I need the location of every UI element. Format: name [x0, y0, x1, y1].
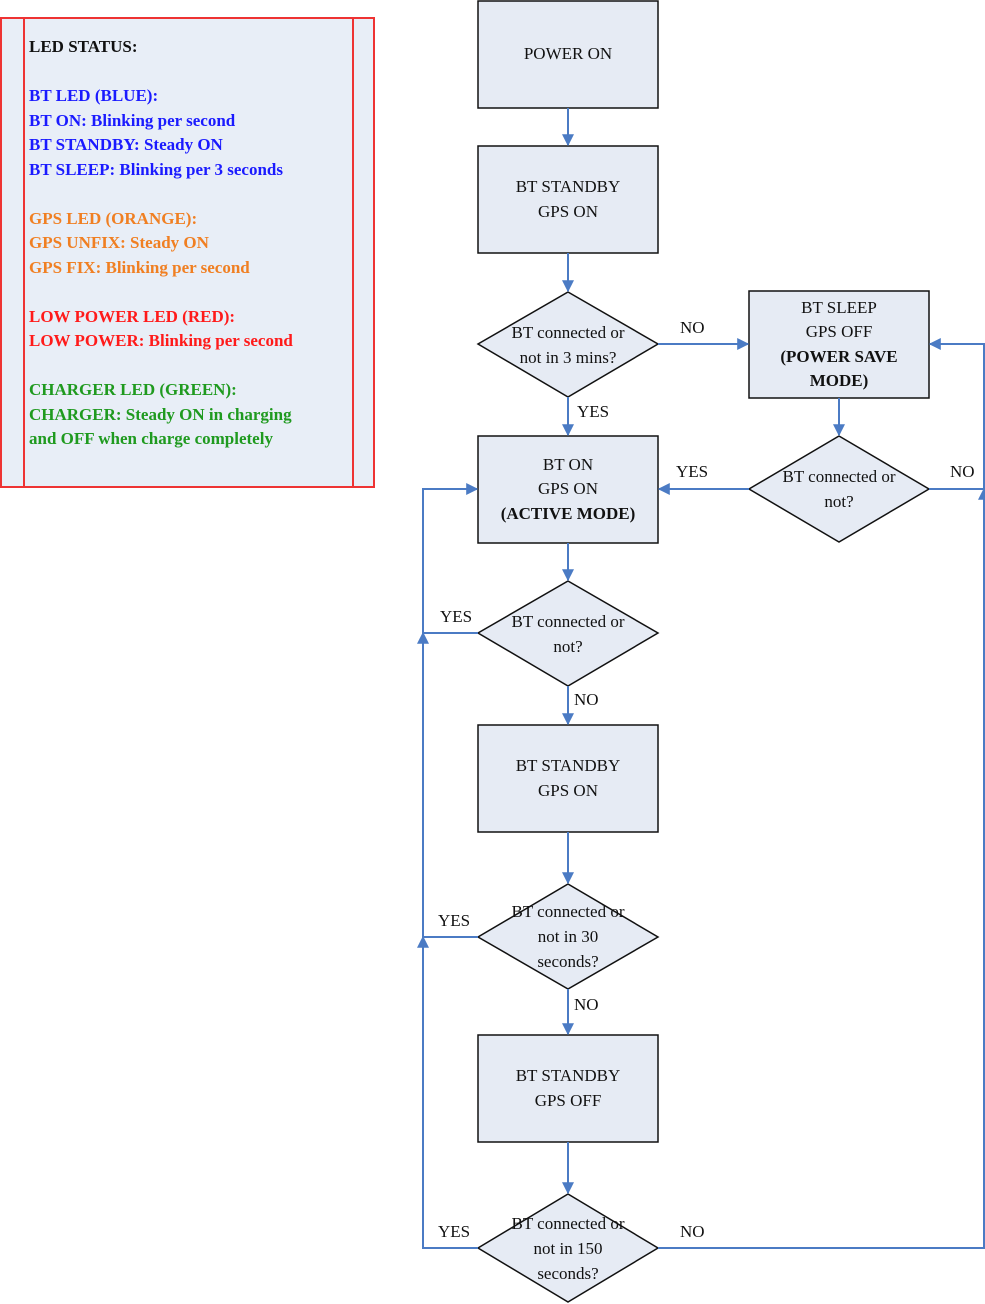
power-on-box — [477, 0, 659, 109]
legend-left-rule — [23, 19, 25, 486]
decision2-line1: BT connected or — [511, 611, 625, 631]
sleep-line3: (POWER SAVE — [780, 346, 898, 366]
label-decision1-yes: YES — [577, 402, 610, 421]
bt-standby-gps-off-box — [477, 1034, 659, 1143]
decision1-line1: BT connected or — [511, 322, 625, 342]
legend-bt-on: BT ON: Blinking per second — [29, 110, 236, 130]
label-decision4-yes: YES — [438, 1222, 471, 1241]
standby1-line2: GPS ON — [538, 201, 598, 221]
decision1-text: BT connected or not in 3 mins? — [478, 292, 658, 397]
legend-low-power-header: LOW POWER LED (RED): — [29, 306, 236, 326]
bt-sleep-box — [748, 290, 930, 399]
legend-bt-standby: BT STANDBY: Steady ON — [29, 135, 223, 154]
sleep-line2: GPS OFF — [805, 322, 873, 341]
sleep-line1: BT SLEEP — [801, 297, 877, 317]
power-on-text: POWER ON — [478, 1, 658, 108]
legend-gps-header: GPS LED (ORANGE): — [29, 208, 198, 228]
label-decision4-no: NO — [680, 1222, 705, 1241]
active-text: BT ON GPS ON (ACTIVE MODE) — [478, 436, 658, 543]
sleep-line4: MODE) — [809, 371, 869, 390]
decision4-line2: not in 150 — [533, 1238, 603, 1258]
decision1-line2: not in 3 mins? — [519, 347, 617, 367]
legend-charger-line2: and OFF when charge completely — [29, 429, 273, 448]
active-line2: GPS ON — [538, 479, 598, 499]
legend-gps-unfix: GPS UNFIX: Steady ON — [29, 233, 209, 252]
legend-low-power: LOW POWER: Blinking per second — [29, 331, 293, 350]
label-decision2-no: NO — [574, 690, 599, 709]
standby1-text: BT STANDBY GPS ON — [478, 146, 658, 253]
led-status-legend: LED STATUS: BT LED (BLUE): BT ON: Blinki… — [0, 17, 375, 488]
bt-standby-gps-on-box-2 — [477, 724, 659, 833]
decision3-line1: BT connected or — [511, 902, 625, 921]
arrow-decision-sleep-no-to-sleep — [928, 338, 985, 490]
active-line3: (ACTIVE MODE) — [500, 503, 636, 523]
decision2-line2: not? — [553, 636, 583, 656]
standby2-line2: GPS ON — [538, 780, 598, 800]
legend-charger-line1: CHARGER: Steady ON in charging — [29, 404, 292, 424]
active-mode-box — [477, 435, 659, 544]
legend-bt-header: BT LED (BLUE): — [29, 86, 159, 105]
label-decision3-yes: YES — [438, 911, 471, 930]
legend-title: LED STATUS: — [29, 37, 138, 56]
decision-sleep-line1: BT connected or — [782, 467, 896, 486]
decision3-text: BT connected or not in 30 seconds? — [478, 884, 658, 989]
legend-charger-header: CHARGER LED (GREEN): — [29, 380, 237, 399]
label-decision-sleep-no: NO — [950, 462, 975, 481]
standby2-text: BT STANDBY GPS ON — [478, 725, 658, 832]
standby1-line1: BT STANDBY — [515, 177, 621, 196]
arrow-decision4-yes-to-active — [417, 935, 478, 1249]
decision4-line1: BT connected or — [511, 1213, 625, 1233]
arrow-decision4-no-to-sleep — [658, 487, 985, 1249]
legend-text: LED STATUS: BT LED (BLUE): BT ON: Blinki… — [29, 35, 359, 452]
decision4-text: BT connected or not in 150 seconds? — [478, 1194, 658, 1302]
label-decision1-no: NO — [680, 318, 705, 337]
arrow-decision3-yes-to-active — [417, 631, 478, 938]
label-decision-sleep-yes: YES — [676, 462, 709, 481]
legend-bt-sleep: BT SLEEP: Blinking per 3 seconds — [29, 159, 283, 179]
standby3-text: BT STANDBY GPS OFF — [478, 1035, 658, 1142]
decision-sleep-text: BT connected or not? — [749, 436, 929, 542]
standby2-line1: BT STANDBY — [515, 756, 621, 775]
bt-standby-gps-on-box-1 — [477, 145, 659, 254]
legend-gps-fix: GPS FIX: Blinking per second — [29, 257, 250, 277]
standby3-line1: BT STANDBY — [515, 1066, 621, 1085]
label-decision3-no: NO — [574, 995, 599, 1014]
active-line1: BT ON — [542, 454, 594, 474]
decision-150-seconds — [476, 1193, 660, 1303]
decision-sleep-connected — [747, 435, 931, 543]
power-on-label: POWER ON — [523, 44, 613, 64]
decision3-line3: seconds? — [537, 952, 599, 971]
standby3-line2: GPS OFF — [534, 1090, 602, 1110]
decision4-line3: seconds? — [537, 1263, 599, 1283]
arrow-decision2-yes-to-active — [422, 483, 479, 634]
decision2-text: BT connected or not? — [478, 581, 658, 686]
label-decision2-yes: YES — [440, 607, 473, 626]
sleep-text: BT SLEEP GPS OFF (POWER SAVE MODE) — [749, 291, 929, 398]
decision3-line2: not in 30 — [537, 927, 599, 946]
legend-right-rule — [352, 19, 354, 486]
decision-sleep-line2: not? — [824, 492, 854, 511]
